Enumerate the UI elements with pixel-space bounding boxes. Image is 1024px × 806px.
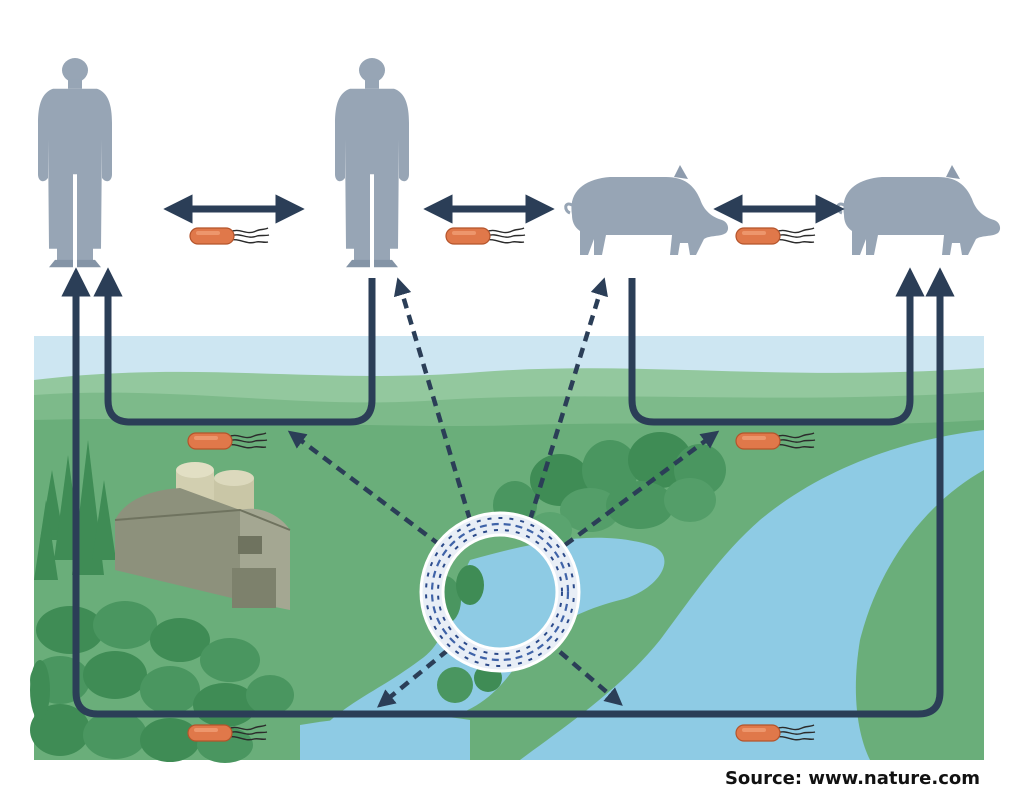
source-credit: Source: www.nature.com (725, 768, 980, 789)
human-figure-center (335, 58, 409, 268)
bacterium-icon-6 (187, 724, 268, 742)
bacterium-icon-4 (187, 432, 268, 450)
pig-figure-right (836, 163, 1002, 257)
landscape (30, 336, 984, 763)
bacterium-icon-1 (189, 227, 270, 245)
source-label: Source: (724, 768, 803, 789)
dashed-arrow-to-pig (527, 277, 608, 521)
barn (114, 462, 291, 610)
plasmid-spread-arrows (287, 277, 720, 708)
bacterium-icon-3 (735, 227, 816, 245)
far-bank (855, 470, 984, 760)
source-link[interactable]: www.nature.com (808, 768, 980, 789)
bacterium-icon-5 (735, 432, 816, 450)
human-figure-left (38, 58, 112, 268)
loop-human-to-human (93, 267, 376, 426)
bacterium-icon-7 (735, 724, 816, 742)
dashed-arrow-to-left-loop (287, 430, 442, 547)
dashed-arrow-to-lower-right (558, 650, 623, 706)
plasmid-ring (419, 511, 581, 673)
loop-pig-to-pig (628, 267, 925, 426)
dashed-arrow-to-right-loop (563, 430, 720, 547)
loop-outer-pig-to-human (61, 267, 955, 718)
bacterium-icon-2 (445, 227, 526, 245)
pig-figure-left (564, 163, 730, 257)
environment-loops (61, 267, 955, 718)
dashed-arrow-to-human (393, 277, 473, 521)
dashed-arrow-to-lower-left (377, 648, 450, 708)
river-delta (300, 715, 470, 760)
